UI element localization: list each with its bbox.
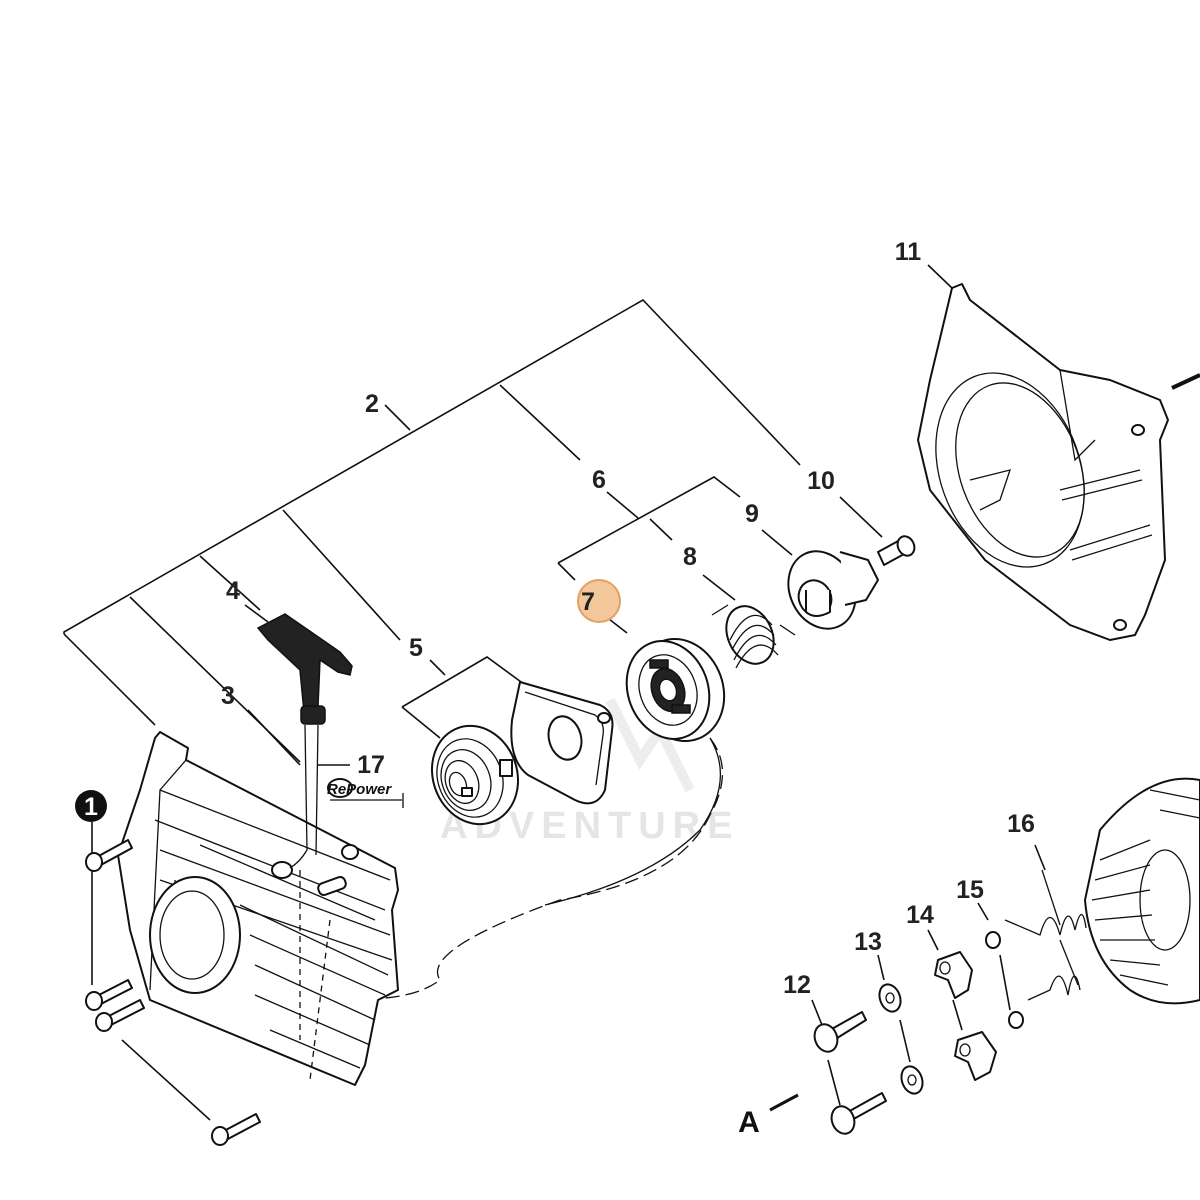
callout-17: 17 — [357, 751, 385, 779]
rings-15 — [985, 931, 1024, 1029]
callout-9: 9 — [745, 500, 759, 528]
callout-16: 16 — [1007, 810, 1035, 838]
callout-12: 12 — [783, 971, 811, 999]
screws-12 — [813, 1011, 887, 1135]
callout-1: 1 — [84, 793, 98, 821]
callout-7[interactable]: 7 — [581, 588, 595, 616]
callout-5: 5 — [409, 634, 423, 662]
view-letter: A — [738, 1106, 760, 1139]
spring-housing — [510, 681, 614, 805]
flywheel — [1084, 777, 1200, 1005]
washers-13 — [878, 983, 924, 1095]
repower-label: RePower — [327, 781, 392, 798]
callout-10: 10 — [807, 467, 835, 495]
rewind-spring — [430, 724, 520, 826]
rope-rotor — [625, 637, 726, 743]
callout-1-badge — [75, 790, 107, 822]
starter-rope — [384, 737, 724, 999]
screw-1d — [211, 1113, 261, 1146]
starter-coil-spring — [711, 604, 796, 669]
bracket-lines — [63, 264, 1200, 1121]
screws-1 — [85, 839, 261, 1146]
screw-1b — [85, 979, 133, 1011]
callout-labels: 1 2 3 4 5 6 7 8 9 10 11 12 13 14 15 16 1… — [75, 238, 1035, 1139]
screw-1a — [85, 839, 133, 872]
callout-4: 4 — [226, 577, 240, 605]
callout-3: 3 — [221, 682, 235, 710]
callout-8: 8 — [683, 543, 697, 571]
springs-16 — [1004, 869, 1087, 1001]
starter-rope-segment — [544, 737, 721, 906]
callout-11: 11 — [895, 238, 922, 266]
screw-10 — [877, 535, 916, 566]
callout-13: 13 — [854, 928, 882, 956]
pawls-14 — [934, 951, 997, 1081]
repower-badge: RePower — [327, 778, 404, 808]
screw-1c — [95, 999, 145, 1032]
starter-handle — [256, 613, 353, 869]
highlight-marker[interactable] — [577, 579, 621, 623]
fan-housing — [917, 283, 1169, 641]
pawl-carrier — [787, 550, 879, 630]
callout-6: 6 — [592, 466, 606, 494]
callout-15: 15 — [956, 876, 984, 904]
starter-cover — [117, 731, 399, 1086]
callout-2: 2 — [365, 390, 379, 418]
callout-14: 14 — [906, 901, 934, 929]
